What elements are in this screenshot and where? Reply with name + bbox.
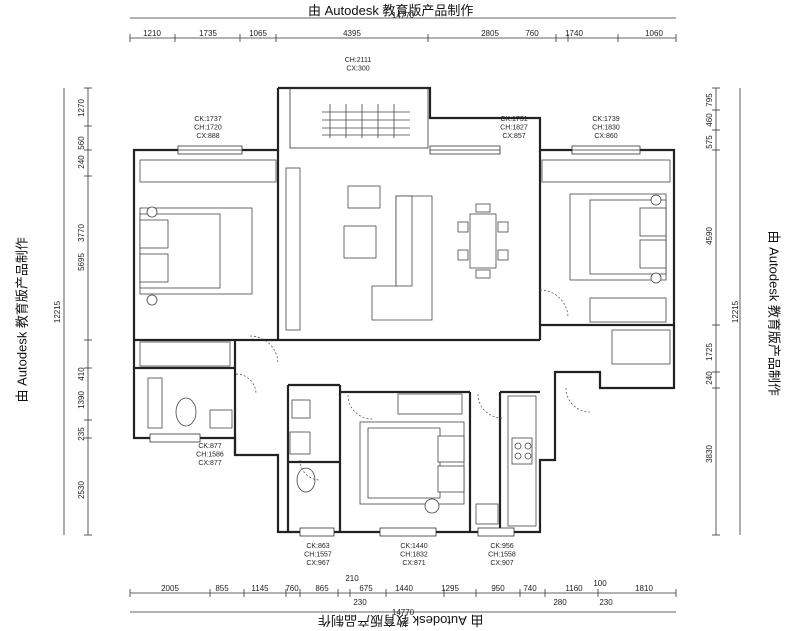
dimension-top-value: 1210 [143,29,161,38]
bed-right [569,193,667,284]
dimension-bottom-extra: 210 [345,574,359,583]
window-label-mid-left: CH:1586 [196,452,224,459]
dimension-left-sub: 5695 [77,253,86,271]
dimension-left-value: 240 [77,155,86,169]
dimension-left-value: 1390 [77,391,86,409]
dimension-bottom-value: 740 [523,584,537,593]
dimension-bottom-value: 760 [285,584,299,593]
dimension-bottom-value: 1440 [395,584,413,593]
dimension-bottom-value: 1810 [635,584,653,593]
window-label-bottom-1: CX:967 [306,560,329,567]
window-label-bottom-2: CX:871 [402,560,425,567]
window-label-top-left: CX:888 [196,133,219,140]
dimension-right-value: 460 [705,113,714,127]
drying-rack [322,104,410,138]
window-label-mid-left: CK:877 [198,443,221,450]
wardrobe-middle [397,393,463,415]
window-label-bottom-2: CK:1440 [400,543,427,550]
windows [149,87,641,537]
dimension-right-value: 240 [705,371,714,385]
dimension-bottom-value: 950 [491,584,505,593]
window-label-mid-left: CX:877 [198,460,221,467]
bed-left [139,206,253,306]
window-label-top-right: CH:1830 [592,125,620,132]
bathroom-fixtures [147,377,316,493]
dimension-left-value: 560 [77,136,86,150]
window-label-bottom-1: CH:1557 [304,552,332,559]
window-label-bottom-3: CH:1558 [488,552,516,559]
dimension-right-value: 575 [705,135,714,149]
bed-middle [359,421,465,514]
window-label-top-center: CX:300 [346,66,369,73]
watermark-top: 由 Autodesk 教育版产品制作 [308,3,474,18]
dimension-left-value: 410 [77,367,86,381]
storage-right [611,329,671,365]
dimension-right-column: 12215 795 460 575 4590 1725 240 3830 [705,87,740,536]
dimension-bottom-value: 2005 [161,584,179,593]
window-label-top-mid: CX:857 [502,133,525,140]
window-label-bottom-1: CK:863 [306,543,329,550]
dimension-bottom-value: 1160 [565,584,583,593]
window-label-top-mid: CK:1731 [500,116,527,123]
dimension-top-value: 1740 [565,29,583,38]
door-swings [235,289,591,481]
dimension-top-value: 1735 [199,29,217,38]
dimension-right-total: 12215 [731,300,740,323]
dimension-bottom-extra: 230 [353,598,367,607]
dimension-bottom-value: 865 [315,584,329,593]
dimension-bottom-extra: 280 [553,598,567,607]
cabinet-right [541,159,671,183]
dimension-left-value: 1270 [77,99,86,117]
dimension-top-value: 4395 [343,29,361,38]
dimension-lines [63,17,741,613]
dimension-top-total: 14770 [392,11,415,20]
window-label-top-right: CK:1739 [592,116,619,123]
window-label-top-right: CX:860 [594,133,617,140]
dimension-left-value: 235 [77,427,86,441]
dimension-top-row: 14770 1210 1735 1065 4395 2805 760 1740 1060 [129,11,677,42]
living-room-furniture [285,167,433,331]
window-label-bottom-3: CK:956 [490,543,513,550]
dimension-top-value: 1065 [249,29,267,38]
dimension-bottom-total: 14770 [392,608,415,617]
dimension-bottom-value: 675 [359,584,373,593]
window-label-top-left: CK:1737 [194,116,221,123]
dimension-top-value: 2805 [481,29,499,38]
dimension-right-value: 1725 [705,343,714,361]
dimension-left-value: 3770 [77,224,86,242]
dimension-bottom-value: 1145 [251,584,269,593]
dimension-bottom-value: 1295 [441,584,459,593]
dimension-top-value: 760 [525,29,539,38]
window-label-bottom-2: CH:1832 [400,552,428,559]
wardrobe-left [139,159,277,183]
dimension-bottom-extra: 100 [593,579,607,588]
dimension-left-column: 12215 5695 1270 560 240 3770 410 1390 235 2530 [53,87,92,536]
dimension-right-value: 3830 [705,445,714,463]
dimension-left-value: 2530 [77,481,86,499]
wardrobe-left-bottom [139,341,231,367]
dimension-bottom-extra: 230 [599,598,613,607]
window-label-top-left: CH:1720 [194,125,222,132]
window-label-top-mid: CH:1827 [500,125,528,132]
dining-table [457,203,509,279]
window-label-top-center: CH:2111 [345,57,372,64]
dimension-left-total: 12215 [53,300,62,323]
window-label-bottom-3: CX:907 [490,560,513,567]
wardrobe-right [589,297,667,323]
dimension-right-value: 4590 [705,227,714,245]
dimension-right-value: 795 [705,93,714,107]
kitchen-fixtures [475,395,537,527]
dimension-top-value: 1060 [645,29,663,38]
dimension-bottom-value: 855 [215,584,229,593]
dimension-bottom-row: 14770 2005 855 1145 760 865 675 1440 1295 950 740 1… [129,574,677,617]
